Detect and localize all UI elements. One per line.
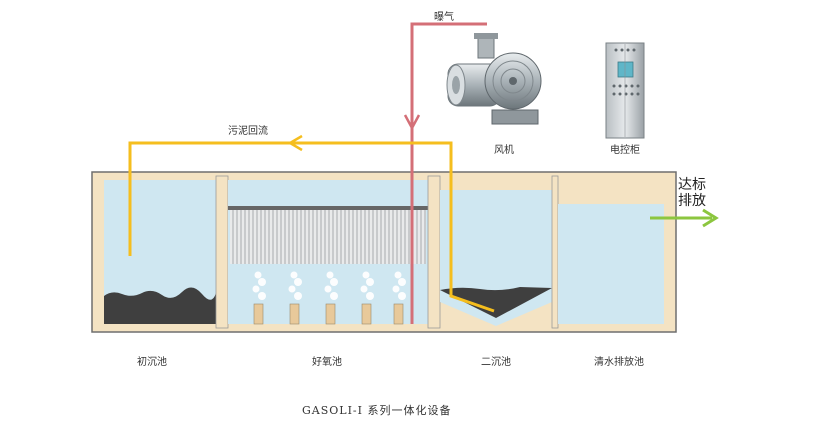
tank-label-secondary: 二沉池 — [481, 355, 511, 368]
divider-wall — [215, 175, 229, 329]
blower-label: 风机 — [494, 143, 514, 156]
sludge-return-pipe — [128, 134, 495, 313]
clear-water-tank — [558, 204, 664, 324]
caption: GASOLI-I 系列一体化设备 — [302, 403, 452, 417]
secondary-sedimentation-tank — [440, 190, 552, 326]
tank-label-primary: 初沉池 — [137, 355, 167, 368]
discharge-arrow — [650, 208, 719, 228]
divider-wall — [551, 175, 559, 329]
blower-icon — [446, 33, 542, 125]
tank-label-aerobic: 好氧池 — [312, 355, 342, 368]
sludge-return-label: 污泥回流 — [228, 124, 268, 137]
control-cabinet-label: 电控柜 — [610, 143, 640, 156]
air-bubbles — [252, 271, 406, 300]
primary-sedimentation-tank — [104, 180, 216, 324]
discharge-label-line1: 达标 — [678, 177, 706, 193]
discharge-label-line2: 排放 — [678, 193, 706, 209]
divider-wall — [427, 175, 441, 329]
aeration-label: 曝气 — [434, 10, 454, 23]
biofilm-media — [230, 210, 426, 264]
diffuser-stands — [253, 303, 404, 325]
control-cabinet-icon — [605, 42, 645, 139]
tank-label-clear: 清水排放池 — [594, 355, 644, 368]
aeration-pipe — [403, 22, 487, 324]
aerobic-tank — [228, 180, 428, 324]
